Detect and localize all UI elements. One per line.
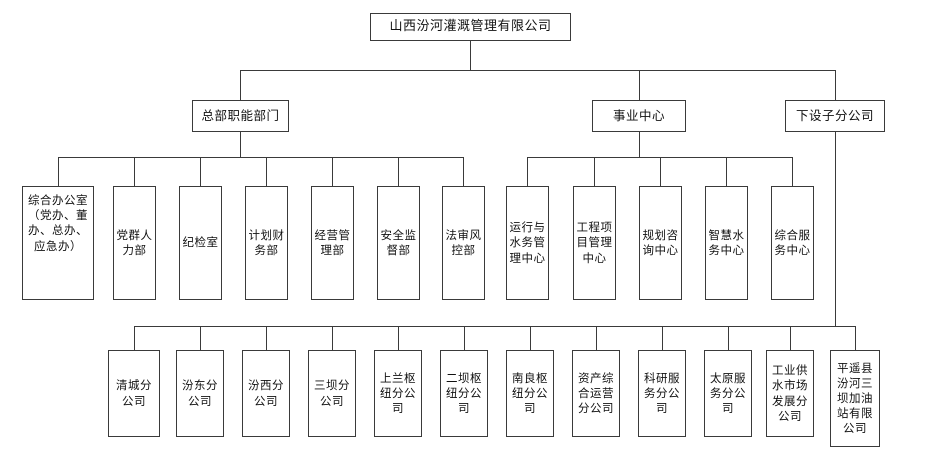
node-branch-taiyuan-services-label: 太原服务分公司 bbox=[710, 370, 746, 416]
connector-branch-drop-11 bbox=[790, 326, 791, 350]
node-branch-industrial-water-market[interactable]: 工业供水市场发展分公司 bbox=[766, 350, 814, 437]
node-branch-shanglan-hub[interactable]: 上兰枢纽分公司 bbox=[374, 350, 422, 437]
node-center-planning-consulting[interactable]: 规划咨询中心 bbox=[639, 186, 682, 300]
node-branch-research-services-label: 科研服务分公司 bbox=[644, 370, 680, 416]
connector-drop-subsidiaries bbox=[835, 70, 836, 100]
node-branch-fenxi-label: 汾西分公司 bbox=[248, 378, 284, 408]
connector-branch-drop-12 bbox=[855, 326, 856, 350]
node-branch-fenxi[interactable]: 汾西分公司 bbox=[242, 350, 290, 437]
connector-centers-stem bbox=[639, 132, 640, 157]
node-branch-erba-hub-label: 二坝枢纽分公司 bbox=[446, 370, 482, 416]
node-business-centers[interactable]: 事业中心 bbox=[592, 100, 686, 132]
connector-level2-bus bbox=[240, 70, 836, 71]
connector-hq-drop-3 bbox=[200, 157, 201, 186]
connector-center-drop-3 bbox=[660, 157, 661, 186]
connector-center-drop-5 bbox=[792, 157, 793, 186]
node-subsidiaries[interactable]: 下设子分公司 bbox=[785, 100, 885, 132]
node-department-legal-risk[interactable]: 法审风控部 bbox=[442, 186, 485, 300]
connector-branch-drop-7 bbox=[530, 326, 531, 350]
node-branch-taiyuan-services[interactable]: 太原服务分公司 bbox=[704, 350, 752, 437]
node-center-project-management[interactable]: 工程项目管理中心 bbox=[573, 186, 616, 300]
connector-hq-drop-6 bbox=[398, 157, 399, 186]
node-center-planning-consulting-label: 规划咨询中心 bbox=[642, 227, 679, 257]
node-branch-asset-operation[interactable]: 资产综合运营分公司 bbox=[572, 350, 620, 437]
connector-hq-drop-2 bbox=[134, 157, 135, 186]
node-center-operations-water-label: 运行与水务管理中心 bbox=[509, 220, 546, 265]
node-branch-fendong-label: 汾东分公司 bbox=[182, 378, 218, 408]
connector-branch-drop-9 bbox=[662, 326, 663, 350]
connector-root-stem bbox=[470, 41, 471, 70]
node-branch-research-services[interactable]: 科研服务分公司 bbox=[638, 350, 686, 437]
connector-branch-drop-6 bbox=[464, 326, 465, 350]
connector-subsidiaries-stem bbox=[835, 132, 836, 326]
node-root[interactable]: 山西汾河灌溉管理有限公司 bbox=[370, 13, 571, 41]
connector-branch-drop-1 bbox=[134, 326, 135, 350]
connector-branches-bus bbox=[134, 326, 856, 327]
node-branch-sanba-label: 三坝分公司 bbox=[314, 378, 350, 408]
node-branch-nanliang-hub[interactable]: 南良枢纽分公司 bbox=[506, 350, 554, 437]
node-branch-shanglan-hub-label: 上兰枢纽分公司 bbox=[380, 370, 416, 416]
node-department-operations-management-label: 经营管理部 bbox=[314, 227, 351, 257]
node-department-general-office[interactable]: 综合办公室（党办、董办、总办、应急办） bbox=[22, 186, 94, 300]
connector-branch-drop-5 bbox=[398, 326, 399, 350]
node-department-safety-supervision[interactable]: 安全监督部 bbox=[377, 186, 420, 300]
node-center-comprehensive-services-label: 综合服务中心 bbox=[774, 227, 811, 257]
node-branch-fendong[interactable]: 汾东分公司 bbox=[176, 350, 224, 437]
connector-branch-drop-3 bbox=[266, 326, 267, 350]
node-center-smart-water[interactable]: 智慧水务中心 bbox=[705, 186, 748, 300]
connector-drop-centers bbox=[639, 70, 640, 100]
node-branch-nanliang-hub-label: 南良枢纽分公司 bbox=[512, 370, 548, 416]
node-business-centers-label: 事业中心 bbox=[612, 107, 665, 123]
node-hq-departments[interactable]: 总部职能部门 bbox=[192, 100, 289, 132]
connector-hq-stem bbox=[240, 132, 241, 157]
connector-center-drop-2 bbox=[594, 157, 595, 186]
node-branch-erba-hub[interactable]: 二坝枢纽分公司 bbox=[440, 350, 488, 437]
node-center-smart-water-label: 智慧水务中心 bbox=[708, 227, 745, 257]
node-root-label: 山西汾河灌溉管理有限公司 bbox=[389, 19, 552, 35]
connector-hq-drop-7 bbox=[463, 157, 464, 186]
node-department-general-office-label: 综合办公室（党办、董办、总办、应急办） bbox=[28, 193, 88, 253]
node-branch-qingcheng-label: 清城分公司 bbox=[116, 378, 152, 408]
connector-drop-hq bbox=[240, 70, 241, 100]
connector-hq-bus bbox=[58, 157, 463, 158]
node-branch-pingyao-gas-station-label: 平遥县汾河三坝加油站有限公司 bbox=[837, 360, 873, 436]
connector-branch-drop-4 bbox=[332, 326, 333, 350]
node-department-party-hr-label: 党群人力部 bbox=[116, 227, 153, 257]
node-branch-sanba[interactable]: 三坝分公司 bbox=[308, 350, 356, 437]
node-center-project-management-label: 工程项目管理中心 bbox=[576, 220, 613, 265]
node-department-safety-supervision-label: 安全监督部 bbox=[380, 227, 417, 257]
connector-center-drop-4 bbox=[726, 157, 727, 186]
node-branch-industrial-water-market-label: 工业供水市场发展分公司 bbox=[772, 363, 808, 423]
connector-branch-drop-8 bbox=[596, 326, 597, 350]
node-department-legal-risk-label: 法审风控部 bbox=[445, 227, 482, 257]
node-department-party-hr[interactable]: 党群人力部 bbox=[113, 186, 156, 300]
node-department-planning-finance[interactable]: 计划财务部 bbox=[245, 186, 288, 300]
node-branch-asset-operation-label: 资产综合运营分公司 bbox=[578, 370, 614, 416]
node-department-planning-finance-label: 计划财务部 bbox=[248, 227, 285, 257]
node-department-discipline-label: 纪检室 bbox=[182, 235, 219, 250]
node-subsidiaries-label: 下设子分公司 bbox=[795, 107, 874, 123]
node-center-operations-water[interactable]: 运行与水务管理中心 bbox=[506, 186, 549, 300]
connector-hq-drop-1 bbox=[58, 157, 59, 186]
node-department-operations-management[interactable]: 经营管理部 bbox=[311, 186, 354, 300]
node-branch-qingcheng[interactable]: 清城分公司 bbox=[108, 350, 160, 437]
node-department-discipline[interactable]: 纪检室 bbox=[179, 186, 222, 300]
node-center-comprehensive-services[interactable]: 综合服务中心 bbox=[771, 186, 814, 300]
connector-hq-drop-5 bbox=[332, 157, 333, 186]
connector-hq-drop-4 bbox=[266, 157, 267, 186]
connector-branch-drop-2 bbox=[200, 326, 201, 350]
connector-center-drop-1 bbox=[527, 157, 528, 186]
node-hq-departments-label: 总部职能部门 bbox=[201, 107, 280, 123]
node-branch-pingyao-gas-station[interactable]: 平遥县汾河三坝加油站有限公司 bbox=[830, 350, 880, 447]
connector-branch-drop-10 bbox=[728, 326, 729, 350]
